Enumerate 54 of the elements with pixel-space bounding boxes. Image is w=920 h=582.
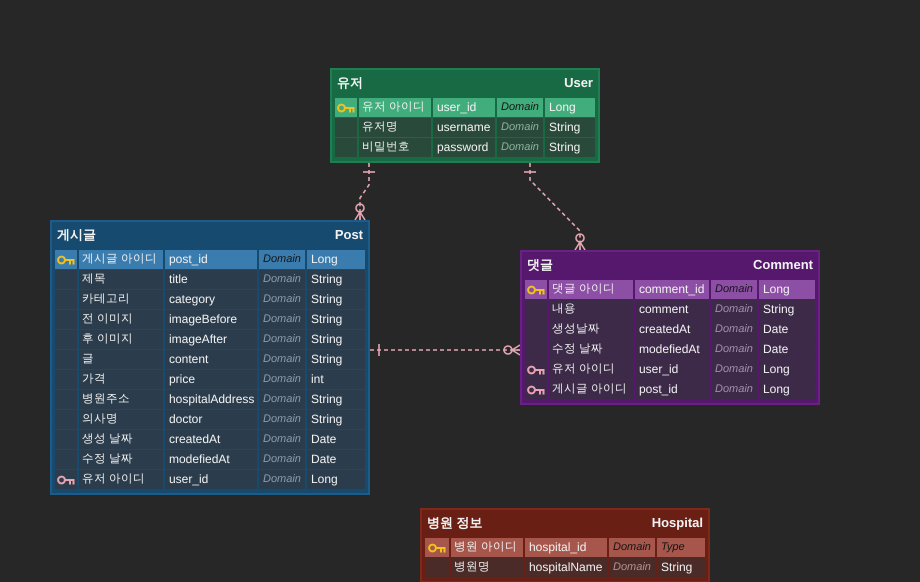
entity-table xyxy=(520,250,820,405)
attribute-row xyxy=(55,250,365,269)
attribute-row xyxy=(55,450,365,469)
table-name: User xyxy=(563,75,594,91)
table-name: Post xyxy=(334,227,364,243)
attribute-name: 비밀번호 xyxy=(357,138,431,157)
attribute-row xyxy=(525,380,815,399)
attribute-row xyxy=(425,538,705,557)
domain-name: Domain xyxy=(607,558,655,577)
attribute-row xyxy=(55,410,365,429)
attribute-name: 병원명 xyxy=(449,558,523,577)
attribute-name: 유저 아이디 xyxy=(77,470,163,489)
attribute-row xyxy=(525,340,815,359)
relationship-line xyxy=(354,163,376,221)
data-type: Long xyxy=(305,470,365,489)
table-name: Hospital xyxy=(650,515,704,531)
table-title: 유저 xyxy=(336,75,364,91)
table-name: Comment xyxy=(752,257,814,273)
column-name: post_id xyxy=(633,380,709,399)
table-title: 댓글 xyxy=(526,257,554,273)
domain-name: Domain xyxy=(709,380,757,399)
relationship-line xyxy=(370,343,521,357)
column-name: user_id xyxy=(163,470,257,489)
attribute-row xyxy=(335,98,595,117)
entity-table xyxy=(330,68,600,163)
attribute-row xyxy=(55,310,365,329)
domain-name: Domain xyxy=(257,470,305,489)
attribute-row xyxy=(335,138,595,157)
data-type: String xyxy=(543,138,595,157)
domain-name: Domain xyxy=(495,138,543,157)
entity-table xyxy=(50,220,370,495)
data-type: String xyxy=(655,558,705,577)
table-title: 게시글 xyxy=(56,227,97,243)
attribute-row xyxy=(55,290,365,309)
attribute-row xyxy=(425,558,705,577)
attribute-name: 게시글 아이디 xyxy=(547,380,633,399)
attribute-row xyxy=(525,300,815,319)
column-name: password xyxy=(431,138,495,157)
data-type: Long xyxy=(757,380,815,399)
column-name: hospitalName xyxy=(523,558,607,577)
attribute-row xyxy=(525,280,815,299)
attribute-row xyxy=(525,360,815,379)
relationship-line xyxy=(523,163,586,251)
attribute-row xyxy=(335,118,595,137)
table-title: 병원 정보 xyxy=(426,515,484,531)
attribute-row xyxy=(525,320,815,339)
attribute-row xyxy=(55,390,365,409)
attribute-row xyxy=(55,270,365,289)
attribute-row xyxy=(55,470,365,489)
attribute-row xyxy=(55,430,365,449)
attribute-row xyxy=(55,350,365,369)
entity-table xyxy=(420,508,710,582)
attribute-row xyxy=(55,330,365,349)
attribute-row xyxy=(55,370,365,389)
